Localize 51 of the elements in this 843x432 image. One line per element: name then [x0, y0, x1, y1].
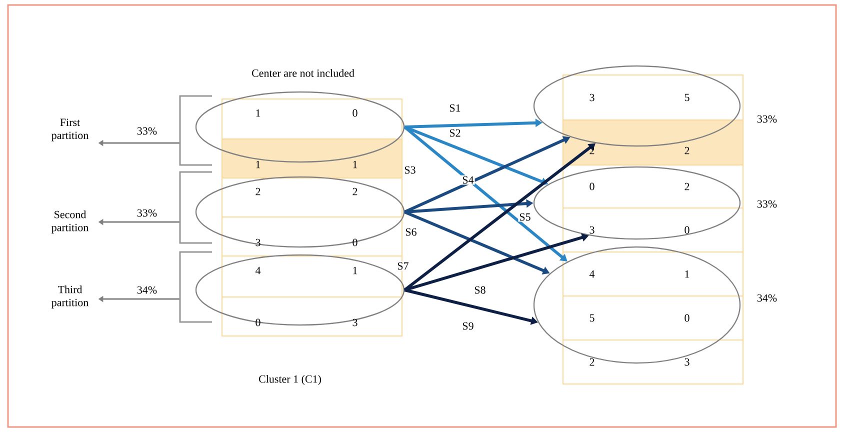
cell-value: 2: [590, 146, 594, 154]
edge-label: S6: [404, 227, 418, 237]
edge-label: 33%: [136, 126, 158, 136]
percentage: 34%: [757, 294, 777, 302]
title: Center are not included: [252, 69, 354, 77]
cell-value: 0: [590, 182, 594, 190]
cell-value: 3: [256, 238, 260, 246]
ellipse: [195, 176, 405, 248]
ellipse: [533, 166, 741, 240]
edge-label: S1: [448, 103, 462, 113]
cell-value: 3: [352, 318, 358, 326]
cell-value: 2: [256, 188, 260, 196]
ellipse: [195, 91, 405, 163]
edge-label: 34%: [136, 285, 158, 295]
cell-value: 5: [590, 314, 594, 322]
cell-value: 0: [684, 226, 690, 234]
cell-value: 0: [256, 318, 260, 326]
partition-label: Second partition: [52, 210, 88, 234]
partition-label: First partition: [52, 118, 88, 142]
edge-label: S4: [461, 175, 475, 185]
edge-label: S7: [396, 261, 410, 271]
edge-label: S3: [403, 165, 417, 175]
percentage: 33%: [757, 200, 777, 208]
caption: Cluster 1 (C1): [259, 375, 321, 385]
cell-value: 1: [256, 109, 260, 117]
cell-value: 1: [256, 160, 260, 168]
cell-value: 0: [684, 314, 690, 322]
ellipse: [533, 65, 741, 147]
cell-value: 2: [684, 182, 690, 190]
partition-label: Third partition: [52, 286, 88, 308]
cell-value: 3: [590, 226, 594, 234]
cell-value: 3: [590, 94, 594, 102]
cell-value: 4: [255, 266, 261, 274]
cell-value: 4: [589, 270, 595, 278]
percentage: 33%: [757, 115, 777, 123]
cell-value: 2: [684, 146, 690, 154]
edge-label: S5: [518, 212, 532, 222]
cell-value: 1: [353, 160, 358, 168]
ellipse: [533, 246, 741, 364]
cell-value: 2: [352, 188, 358, 196]
cell-value: 3: [684, 358, 690, 366]
cell-value: 2: [590, 358, 594, 366]
edge-label: 33%: [136, 208, 158, 218]
edge-label: S2: [448, 128, 462, 138]
edge-label: S9: [461, 321, 475, 331]
edge-label: S8: [473, 285, 487, 295]
cell-value: 5: [684, 94, 690, 102]
cell-value: 0: [352, 238, 358, 246]
cell-value: 0: [352, 109, 358, 117]
cell-value: 1: [685, 270, 690, 278]
cell-value: 1: [353, 266, 358, 274]
